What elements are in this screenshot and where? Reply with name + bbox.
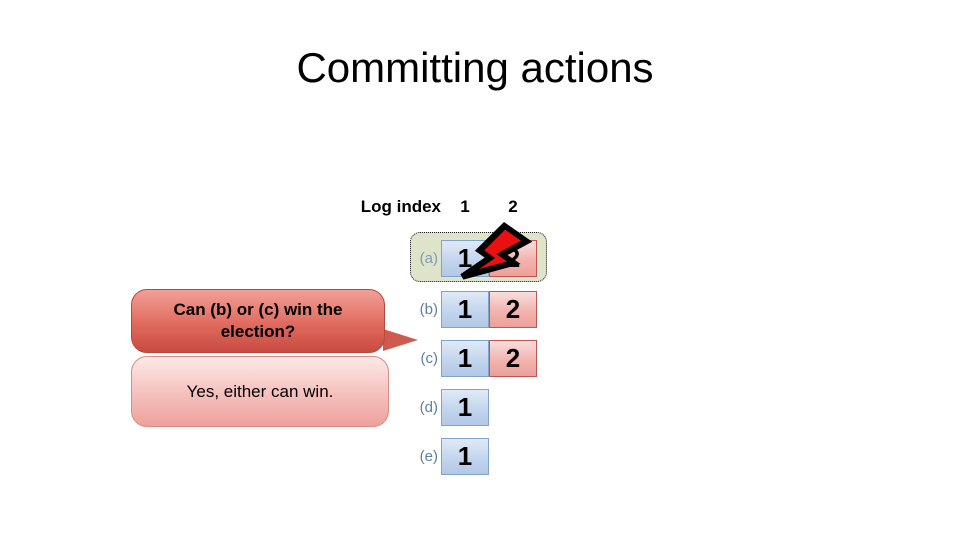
log-entry-cell: 2 bbox=[489, 340, 537, 377]
log-entry-cell: 2 bbox=[489, 291, 537, 328]
log-row-c: (c) 1 2 bbox=[344, 340, 537, 377]
row-label: (a) bbox=[419, 250, 438, 267]
column-header-2: 2 bbox=[508, 197, 518, 216]
column-header-1: 1 bbox=[460, 197, 470, 216]
log-entry-cell: 1 bbox=[441, 291, 489, 328]
log-row-e: (e) 1 bbox=[344, 438, 489, 475]
log-entry-cell: 1 bbox=[441, 438, 489, 475]
log-entry-cell: 1 bbox=[441, 389, 489, 426]
log-row-b: (b) 1 2 bbox=[344, 291, 537, 328]
row-cells: 1 2 bbox=[441, 291, 537, 328]
log-row-d: (d) 1 bbox=[344, 389, 489, 426]
log-index-header: Log index 1 2 bbox=[344, 197, 537, 217]
row-cells: 1 bbox=[441, 438, 489, 475]
row-label: (e) bbox=[419, 448, 438, 465]
question-text: Can (b) or (c) win the election? bbox=[173, 299, 343, 341]
answer-callout: Yes, either can win. bbox=[131, 356, 389, 427]
row-cells: 1 2 bbox=[441, 340, 537, 377]
lightning-bolt-icon bbox=[460, 221, 533, 280]
log-entry-cell: 1 bbox=[441, 340, 489, 377]
slide-title: Committing actions bbox=[296, 44, 654, 91]
log-index-label: Log index bbox=[360, 197, 441, 216]
question-callout: Can (b) or (c) win the election? bbox=[131, 289, 385, 353]
answer-text: Yes, either can win. bbox=[186, 381, 334, 401]
row-cells: 1 bbox=[441, 389, 489, 426]
row-label: (d) bbox=[419, 399, 438, 416]
callout-tail bbox=[383, 329, 418, 351]
row-label: (c) bbox=[420, 350, 439, 367]
row-label: (b) bbox=[419, 301, 438, 318]
